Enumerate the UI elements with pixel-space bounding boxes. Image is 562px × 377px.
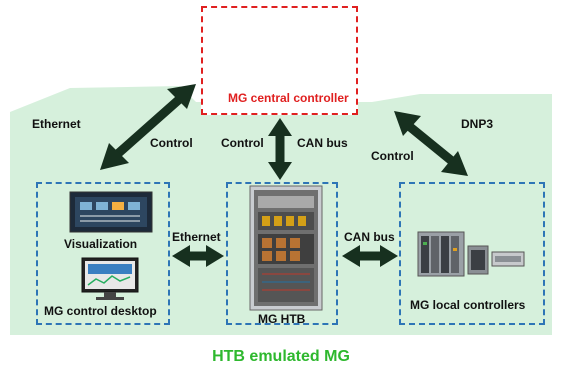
arrow-left-diagonal (100, 84, 196, 170)
arrow-htb-local (342, 245, 398, 267)
link-label-right-dnp3: DNP3 (461, 117, 494, 131)
diagram-title: HTB emulated MG (212, 348, 350, 365)
htb-box (226, 182, 338, 325)
link-label-center-control: Control (221, 136, 264, 150)
link-label-mid-ethernet: Ethernet (172, 230, 221, 244)
central-controller-box (201, 6, 358, 115)
arrow-right-diagonal (394, 111, 468, 176)
local-controllers-box (399, 182, 545, 325)
link-label-mid-canbus: CAN bus (344, 230, 395, 244)
htb-cabinet-icon (249, 185, 323, 311)
arrow-visualization-htb (172, 245, 224, 267)
visualization-screen-icon (69, 191, 153, 233)
link-label-left-ethernet: Ethernet (32, 117, 81, 131)
visualization-label: Visualization (64, 237, 138, 251)
central-controller-label: MG central controller (228, 91, 349, 105)
local-controllers-device-icon (417, 231, 525, 277)
arrow-center-vertical (268, 118, 292, 180)
visualization-box (36, 182, 170, 325)
desktop-monitor-icon (81, 257, 139, 300)
htb-label: MG HTB (258, 312, 306, 326)
link-label-right-control: Control (371, 149, 414, 163)
link-label-left-control: Control (150, 136, 193, 150)
link-label-center-canbus: CAN bus (297, 136, 348, 150)
control-desktop-label: MG control desktop (44, 304, 157, 318)
local-controllers-label: MG local controllers (410, 298, 526, 312)
